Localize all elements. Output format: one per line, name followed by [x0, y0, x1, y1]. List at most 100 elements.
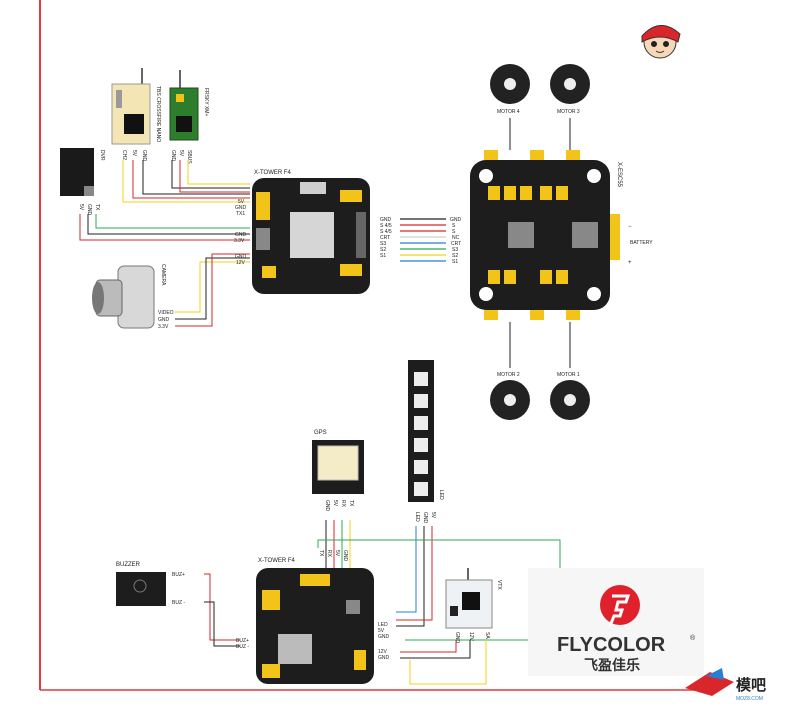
vtx-pin-12v: 12V	[468, 632, 474, 642]
esc-pad-s3: S3	[452, 247, 458, 253]
motor-3: MOTOR 3	[550, 64, 590, 150]
esc-pad-s2b: S2	[452, 253, 458, 259]
battery-labels: − BATTERY +	[628, 224, 653, 266]
frsky-xm-plus: FRSKY XM+	[169, 70, 209, 141]
bottom-flight-controller: X-TOWER F4 BUZ+ BUZ - LED 5V GND 12V GND…	[236, 550, 390, 684]
bfc-pad-gnd2: GND	[378, 655, 390, 661]
dvr-label: DVR	[99, 150, 105, 161]
rx2-pins: GND 5V SBUS	[170, 150, 192, 164]
mascot-logo	[641, 25, 681, 59]
rx2-pin-gnd: GND	[170, 150, 176, 162]
flycolor-reg: ®	[690, 634, 696, 642]
vtx-label: VTX	[496, 580, 502, 590]
rx1-pin-ch2: CH2	[121, 150, 127, 160]
fc-r-pad-crt: CRT	[380, 235, 390, 241]
rx2-pin-5v: 5V	[178, 150, 184, 157]
esc-pad-gnd: GND	[450, 217, 462, 223]
camera-module: CAMERA VIDEO GND 3.3V	[92, 264, 174, 330]
bfc-pad-led: LED	[378, 622, 388, 628]
led-pin-led: LED	[414, 512, 420, 522]
fc-pad-3v3: 3.3V	[234, 238, 245, 244]
gps-pin-rx: RX	[340, 500, 346, 508]
fc-r-pad-s45b: S 4/5	[380, 229, 392, 235]
led-strip: LED LED GND 5V	[408, 360, 444, 524]
bfc-top-gnd: GND	[342, 550, 348, 562]
fc-pad-gnd3: GND	[235, 254, 247, 260]
bfc-top-5v: 5V	[334, 550, 340, 557]
buzzer-minus-label: BUZ -	[172, 600, 185, 606]
fc-pad-12v: 12V	[236, 260, 246, 266]
bfc-pad-12v: 12V	[378, 649, 388, 655]
bfc-pad-buzm: BUZ -	[236, 644, 249, 650]
gps-pin-gnd: GND	[324, 500, 330, 512]
top-fc-title: X-TOWER F4	[254, 170, 292, 176]
fc-esc-wires	[400, 218, 446, 262]
watermark-url: MOZ8.COM	[736, 696, 763, 702]
tbs-crossfire-nano: TBS CROSSFIRE NANO	[111, 68, 161, 145]
esc-pad-nc: NC	[452, 235, 460, 241]
battery-minus: −	[628, 224, 632, 230]
fc-pad-gnd2: GND	[235, 232, 247, 238]
flycolor-chinese: 飞盈佳乐	[584, 657, 640, 673]
cam-pin-3v3: 3.3V	[158, 324, 169, 330]
fc-r-pad-gnd: GND	[380, 217, 392, 223]
dvr-pin-5v: 5V	[78, 204, 84, 211]
bfc-pad-gnd: GND	[378, 634, 390, 640]
esc-pad-s2: S	[452, 229, 456, 235]
esc-label: X-ESC55	[616, 162, 622, 188]
motor-4-label: MOTOR 4	[497, 109, 520, 115]
moz8-watermark: 模吧 MOZ8.COM	[685, 668, 766, 702]
rx1-pin-5v: 5V	[131, 150, 137, 157]
buzzer-label: BUZZER	[116, 562, 141, 568]
esc-pad-s1: S	[452, 223, 456, 229]
rx2-pin-sbus: SBUS	[186, 150, 192, 164]
camera-label: CAMERA	[160, 264, 166, 286]
led-pin-gnd: GND	[422, 512, 428, 524]
vtx-pin-gnd: GND	[454, 632, 460, 644]
tbs-crossfire-label: TBS CROSSFIRE NANO	[155, 86, 161, 142]
vtx-pin-sa: SA	[484, 632, 490, 639]
gps-pin-tx: TX	[348, 500, 354, 507]
bottom-fc-title: X-TOWER F4	[258, 558, 296, 564]
watermark-text: 模吧	[736, 676, 766, 694]
bfc-pad-5v: 5V	[378, 628, 385, 634]
dvr-module: DVR 5V GND TX	[60, 148, 105, 216]
gps-module: GPS GND 5V RX TX	[312, 430, 364, 512]
cam-pin-video: VIDEO	[158, 310, 174, 316]
battery-label: BATTERY	[630, 240, 653, 246]
top-flight-controller: X-TOWER F4	[252, 170, 370, 294]
fc-r-pad-s1: S1	[380, 253, 386, 259]
motor-1: MOTOR 1	[550, 322, 590, 420]
gps-pin-5v: 5V	[332, 500, 338, 507]
motor-3-label: MOTOR 3	[557, 109, 580, 115]
led-label: LED	[438, 490, 444, 500]
motor-4: MOTOR 4	[490, 64, 530, 150]
flycolor-name: FLYCOLOR	[557, 634, 666, 656]
fc-pad-5v: 5V	[238, 199, 245, 205]
fc-r-pad-s45a: S 4/5	[380, 223, 392, 229]
top-fc-left-pads: 5V GND TX1 GND 3.3V GND 12V	[234, 199, 247, 266]
motor-2-label: MOTOR 2	[497, 372, 520, 378]
fc-pad-gnd1: GND	[235, 205, 247, 211]
bfc-pad-buzp: BUZ+	[236, 638, 249, 644]
rx1-pin-gnd: GND	[141, 150, 147, 162]
cam-pin-gnd: GND	[158, 317, 170, 323]
buzzer-plus-label: BUZ+	[172, 572, 185, 578]
motor-2: MOTOR 2	[490, 322, 530, 420]
rx1-pins: CH2 5V GND	[121, 150, 147, 162]
esc-pad-crt: CRT	[451, 241, 461, 247]
vtx-module: VTX GND 12V SA	[445, 568, 502, 644]
fc-r-pad-s3: S3	[380, 241, 386, 247]
esc-board: X-ESC55	[470, 150, 622, 320]
fc-pad-tx1: TX1	[236, 211, 245, 217]
fc-r-pad-s2: S2	[380, 247, 386, 253]
led-pin-5v: 5V	[430, 512, 436, 519]
bfc-top-rx: RX	[326, 550, 332, 558]
motor-1-label: MOTOR 1	[557, 372, 580, 378]
esc-pad-s1b: S1	[452, 259, 458, 265]
top-fc-right-pads: GND S 4/5 S 4/5 CRT S3 S2 S1	[380, 217, 392, 259]
battery-plus: +	[628, 260, 632, 266]
frsky-label: FRSKY XM+	[203, 88, 209, 116]
buzzer-module: BUZZER BUZ+ BUZ -	[116, 562, 185, 606]
